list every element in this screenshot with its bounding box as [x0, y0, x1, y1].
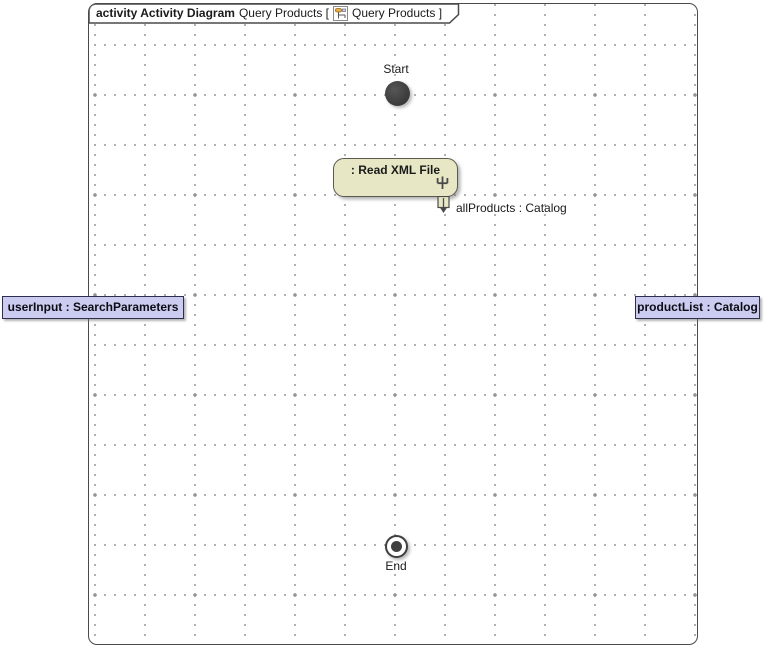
parameter-node-user-input[interactable]: userInput : SearchParameters: [2, 296, 184, 319]
parameter-node-product-list-label: productList : Catalog: [637, 300, 758, 314]
activity-frame[interactable]: activity Activity Diagram Query Products…: [88, 3, 698, 645]
parameter-node-product-list[interactable]: productList : Catalog: [635, 296, 760, 319]
output-pin[interactable]: [437, 196, 451, 214]
end-final-node[interactable]: [385, 535, 408, 558]
rake-icon: [436, 176, 449, 189]
parameter-node-user-input-label: userInput : SearchParameters: [7, 300, 179, 314]
end-final-node-dot: [391, 541, 402, 552]
end-node-label: End: [385, 559, 407, 573]
activity-diagram-icon: [333, 5, 348, 21]
frame-title-tab[interactable]: activity Activity Diagram Query Products…: [89, 4, 460, 24]
frame-tab-shape: [89, 4, 460, 24]
frame-context-name: Query Products ]: [352, 6, 443, 20]
output-pin-label: allProducts : Catalog: [456, 201, 567, 215]
action-name: : Read XML File: [350, 163, 441, 177]
frame-diagram-name: Query Products [: [238, 6, 329, 20]
frame-title: activity Activity Diagram Query Products…: [96, 5, 456, 21]
frame-keyword: activity Activity Diagram: [96, 6, 235, 20]
action-read-xml-file[interactable]: : Read XML File: [333, 158, 458, 197]
start-initial-node[interactable]: [385, 81, 410, 106]
start-node-label: Start: [383, 62, 409, 76]
